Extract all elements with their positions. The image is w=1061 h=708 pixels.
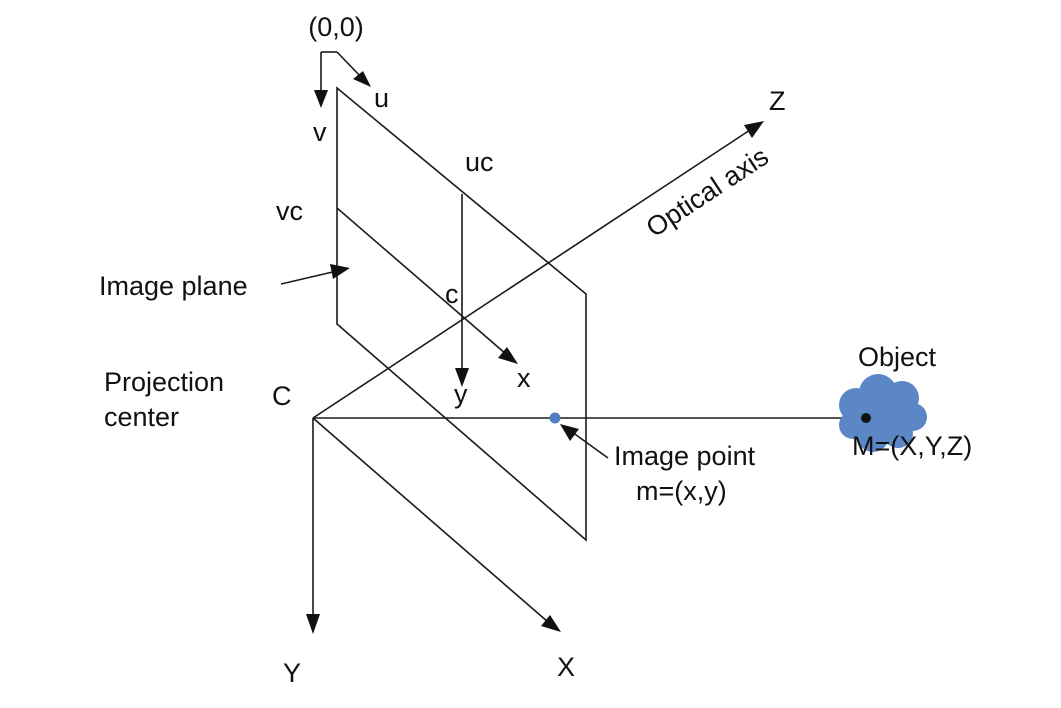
vc-label: vc [276,196,303,226]
world-point-label: M=(X,Y,Z) [852,431,972,461]
image-point-dot [549,412,561,424]
uc-label: uc [465,147,494,177]
x-axis-line [336,207,507,355]
world-y-axis-arrowhead [306,614,320,634]
x-axis-arrowhead [498,347,518,364]
world-x-axis-label: X [557,652,575,682]
world-x-axis-arrowhead [541,615,561,632]
v-axis-arrowhead [314,90,328,108]
image-point-label-line2: m=(x,y) [636,476,727,506]
world-point-dot [861,413,871,423]
x-axis-label: x [517,363,531,393]
v-axis-label: v [313,117,327,147]
image-point-pointer-arrowhead [560,424,579,441]
u-axis-line [336,51,363,79]
origin-label: (0,0) [308,12,364,42]
image-plane-shape [336,86,587,542]
optical-axis-arrowhead [744,121,764,138]
camera-center-label: C [272,381,292,411]
world-y-axis-label: Y [283,658,301,688]
u-axis-label: u [374,83,389,113]
projection-center-label-line2: center [104,402,179,432]
u-axis-arrowhead [353,71,371,87]
object-label: Object [858,342,937,372]
image-point-label-line1: Image point [614,441,756,471]
image-plane-pointer-arrowhead [330,264,350,279]
world-x-axis-line [312,417,549,623]
object-cloud-icon [839,374,927,452]
optical-axis-label: Optical axis [641,141,774,243]
z-axis-label: Z [769,86,786,116]
y-axis-label: y [454,379,468,409]
principal-point-label: c [445,279,459,309]
y-axis-arrowhead [455,368,469,387]
image-point-pointer-line [571,431,609,459]
optical-axis-line [312,129,751,419]
projection-center-label-line1: Projection [104,367,224,397]
image-plane-label: Image plane [99,271,248,301]
image-plane-pointer-line [280,270,338,285]
